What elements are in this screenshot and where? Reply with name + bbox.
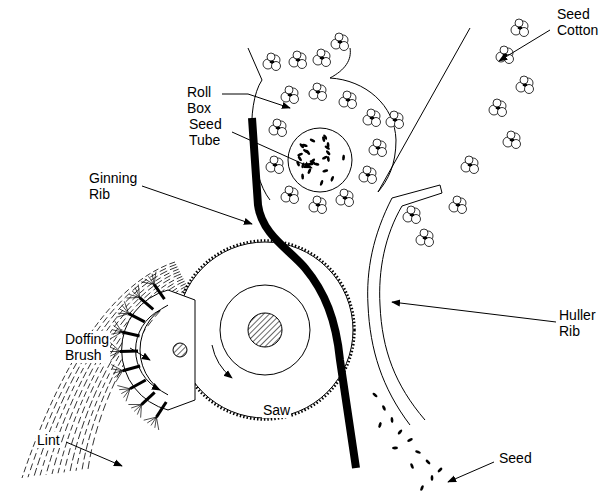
lint-label: Lint [36,432,61,448]
doffing-brush [110,271,195,430]
lint-fibers [22,262,188,478]
seed-label: Seed [498,450,533,466]
cotton-locks [263,19,534,247]
roll-box [248,48,396,200]
leader-lines [66,30,556,482]
roll-box-label: Roll Box [186,84,212,116]
saw [176,241,355,420]
seeds [296,134,444,491]
huller-rib [368,28,470,425]
ginning-rib [252,118,356,468]
huller-rib-label: Huller Rib [558,307,597,339]
seed-tube-label: Seed Tube [188,116,223,148]
saw-label: Saw [262,402,291,418]
ginning-rib-label: Ginning Rib [88,170,138,202]
doffing-brush-label: Doffing Brush [64,331,110,363]
seed-cotton-label: Seed Cotton [556,6,599,38]
